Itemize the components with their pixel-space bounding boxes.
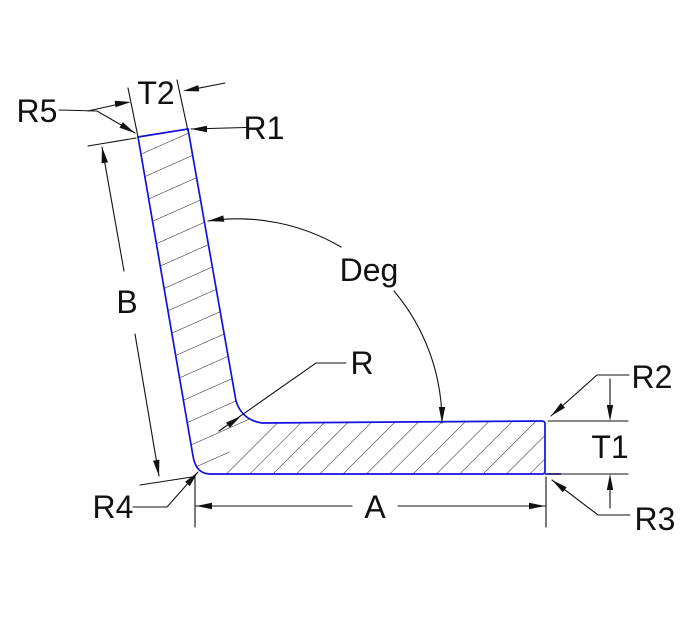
r1-arrow bbox=[191, 125, 207, 133]
b-dim-line-lower bbox=[134, 333, 160, 477]
t2-arrow-tail-right bbox=[195, 82, 226, 90]
deg-arrow-left bbox=[208, 215, 225, 222]
t1-arrow-bottom bbox=[606, 474, 614, 490]
r5-leader bbox=[58, 109, 136, 134]
r-arrow bbox=[226, 416, 241, 428]
label-t1: T1 bbox=[591, 429, 628, 465]
label-r1: R1 bbox=[244, 110, 285, 146]
r5-arrow bbox=[119, 122, 135, 133]
deg-arc-upper bbox=[207, 218, 342, 248]
r2-leader bbox=[550, 374, 630, 417]
r2-arrow bbox=[551, 403, 565, 416]
a-arrow-right bbox=[529, 502, 545, 510]
arrowheads bbox=[101, 85, 614, 510]
hatch-vertical-leg bbox=[138, 129, 262, 474]
b-extension-top bbox=[87, 137, 137, 147]
hatch-horizontal-leg bbox=[203, 419, 545, 474]
t2-arrow-left bbox=[114, 100, 131, 108]
t2-extension-right bbox=[176, 79, 189, 132]
r-leader bbox=[218, 362, 347, 432]
b-extension-bottom bbox=[139, 476, 193, 486]
label-t2: T2 bbox=[137, 75, 174, 111]
b-arrow-top bbox=[101, 147, 108, 164]
t2-arrow-tail-left bbox=[87, 103, 118, 112]
angle-profile-path bbox=[137, 128, 546, 475]
r4-arrow bbox=[185, 472, 198, 487]
r3-leader bbox=[551, 479, 631, 516]
label-b: B bbox=[116, 284, 137, 320]
r3-arrow bbox=[552, 480, 567, 493]
dimension-labels: T2 R5 R1 B Deg R R4 A T1 R2 R3 bbox=[17, 75, 676, 537]
label-r2: R2 bbox=[632, 359, 673, 395]
label-deg: Deg bbox=[340, 252, 399, 288]
label-r5: R5 bbox=[17, 93, 58, 129]
dimension-lines bbox=[58, 79, 631, 528]
hatch-fill bbox=[138, 129, 545, 474]
t2-arrow-right bbox=[183, 85, 200, 92]
b-arrow-bottom bbox=[153, 459, 160, 476]
label-r3: R3 bbox=[635, 501, 676, 537]
a-arrow-left bbox=[196, 502, 212, 510]
deg-arrow-bottom bbox=[438, 407, 446, 423]
b-dim-line-upper bbox=[101, 146, 125, 272]
t2-extension-left bbox=[127, 87, 139, 138]
label-r: R bbox=[350, 345, 373, 381]
label-a: A bbox=[364, 489, 386, 525]
label-r4: R4 bbox=[93, 489, 134, 525]
t1-arrow-top bbox=[606, 405, 614, 421]
deg-arc-lower bbox=[393, 290, 443, 424]
